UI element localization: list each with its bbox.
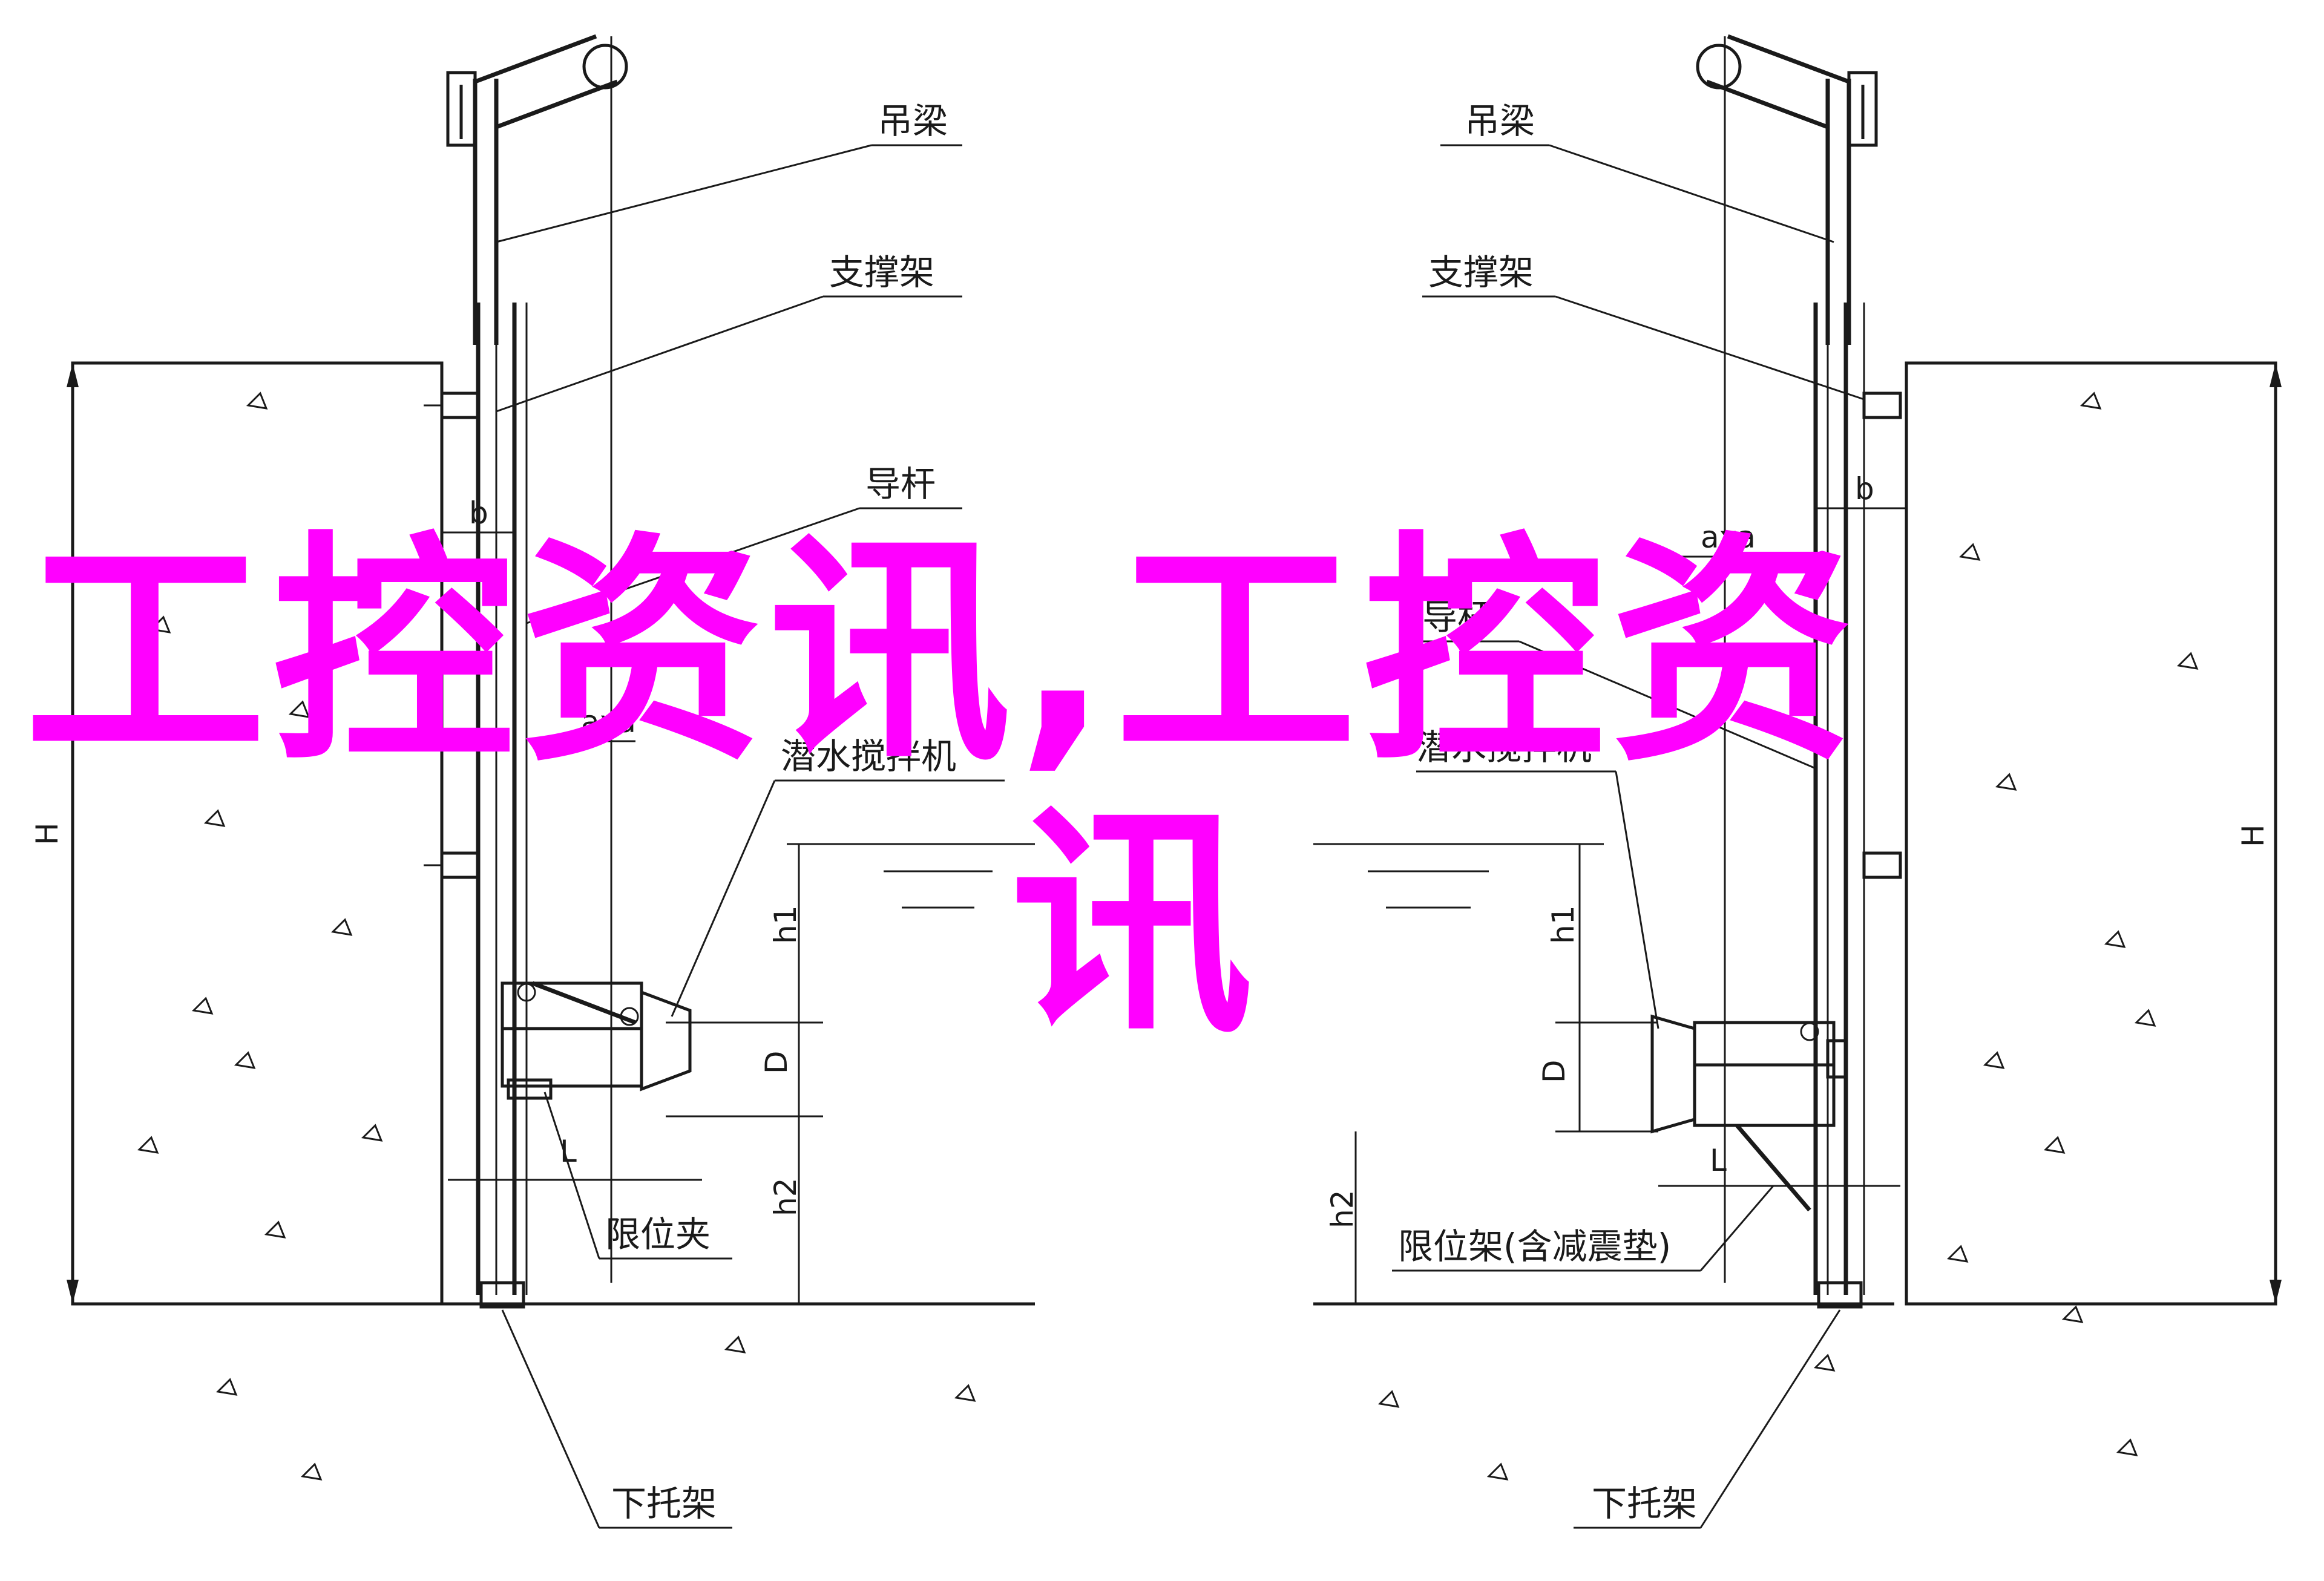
right-label-bottom-bracket: 下托架 [1592,1483,1697,1524]
left-mixer [501,981,692,1100]
left-dim-D: D [759,1050,794,1074]
left-drawing: H h1 D h2 L b axa 吊梁 支撑架 导杆 潜水搅拌机 限位夹 [30,34,1035,1529]
right-dim-axa: axa [1701,520,1756,555]
left-label-mixer: 潜水搅拌机 [781,736,956,777]
left-label-guide-rod: 导杆 [865,463,936,505]
right-bottom-bracket-base [1817,1281,1863,1309]
left-hanging-beam [474,34,597,84]
left-concrete-hatching [137,391,976,1481]
left-pool-wall [71,361,444,1306]
right-mixer [1650,1014,1848,1212]
right-dim-b: b [1855,471,1874,506]
right-concrete-hatching [1377,391,2199,1481]
right-label-support-frame: 支撑架 [1428,252,1534,293]
left-dim-axa: axa [581,704,636,739]
right-hanging-beam [1727,34,1850,84]
right-dim-h2: h2 [1325,1190,1360,1228]
left-bottom-bracket-base [479,1281,525,1309]
right-drawing: H h1 D h2 L b axa 吊梁 支撑架 导杆 潜水搅拌机 限位架 [1313,34,2282,1529]
right-label-mixer: 潜水搅拌机 [1416,727,1592,768]
left-label-hanging-beam: 吊梁 [878,100,948,142]
left-dim-h1: h1 [768,905,803,944]
left-label-bottom-bracket: 下托架 [611,1483,717,1524]
left-dim-b: b [469,496,488,531]
left-label-limit-clamp: 限位夹 [605,1214,711,1255]
left-dim-H: H [30,822,65,845]
right-dim-L: L [1710,1143,1727,1178]
left-dim-h2: h2 [768,1177,803,1216]
right-label-hanging-beam: 吊梁 [1465,100,1535,142]
right-label-limit-frame: 限位架(含减震垫) [1398,1226,1671,1267]
right-dim-h1: h1 [1546,905,1581,944]
right-label-guide-rod: 导杆 [1422,597,1492,638]
right-pool-wall [1905,361,2277,1306]
left-label-support-frame: 支撑架 [829,252,934,293]
right-dim-D: D [1537,1059,1572,1083]
right-dim-H: H [2236,824,2271,847]
